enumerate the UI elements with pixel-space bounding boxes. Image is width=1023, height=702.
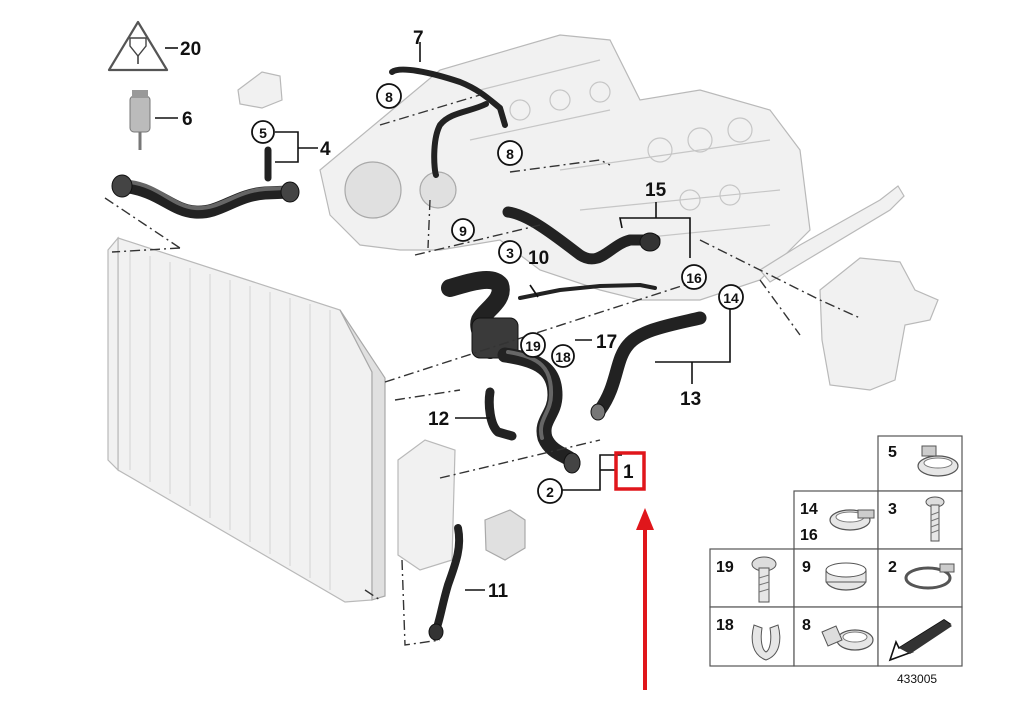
legend-9: 9 [802,559,811,576]
red-arrow-icon [636,508,654,690]
callout-20: 20 [180,39,201,60]
oil-cooler [397,439,526,571]
legend-14: 14 [800,501,818,518]
double-clamp-icon [821,625,874,651]
assembly-lines [104,94,861,646]
legend-5: 5 [888,444,897,461]
hose-clamp-icon [917,445,959,477]
callout-10: 10 [528,248,549,269]
legend-19: 19 [716,559,734,576]
legend-3: 3 [888,501,897,518]
callout-16: 16 [686,270,702,286]
parts-legend: 5 14 16 3 19 [709,435,963,686]
callout-4: 4 [320,139,331,160]
callout-8-left: 8 [385,89,393,105]
callout-8-right: 8 [506,146,514,162]
callout-1: 1 [623,462,634,483]
highlighted-callout-1: 1 [614,451,646,491]
callout-18: 18 [555,349,571,365]
leader-lines [155,42,731,591]
legend-2: 2 [888,559,897,576]
spring-clamp-icon [829,509,875,531]
callout-5: 5 [259,125,267,141]
legend-18: 18 [716,617,734,634]
engine-block [319,34,811,301]
legend-16: 16 [800,527,818,544]
reservoir-cap [237,71,283,109]
bolt-icon [925,496,945,542]
callout-7: 7 [413,28,424,49]
radiator [107,236,386,603]
band-clamp-icon [825,562,867,591]
callout-3: 3 [506,245,514,261]
navigation-arrow-icon [888,619,952,662]
callout-6: 6 [182,109,193,130]
expansion-tank [759,185,939,391]
screw-icon [751,556,777,603]
callout-12: 12 [428,409,449,430]
callout-19: 19 [525,338,541,354]
callout-14: 14 [723,290,739,306]
temperature-sensor [129,90,151,150]
callout-11: 11 [488,581,509,602]
warning-triangle-icon [107,20,169,72]
wire-clamp-icon [904,563,955,590]
figure-number: 433005 [897,672,937,686]
callout-15: 15 [645,180,667,201]
callout-9: 9 [459,223,467,239]
callout-labels: 20 6 4 7 15 10 17 13 12 11 [180,28,701,602]
callout-13: 13 [680,389,701,410]
callout-17: 17 [596,332,617,353]
callout-2: 2 [546,484,554,500]
coolant-hoses [111,66,707,641]
retaining-clip-icon [751,624,781,661]
circled-callouts: 5 8 8 9 3 16 14 19 18 2 [251,83,744,504]
legend-8: 8 [802,617,811,634]
